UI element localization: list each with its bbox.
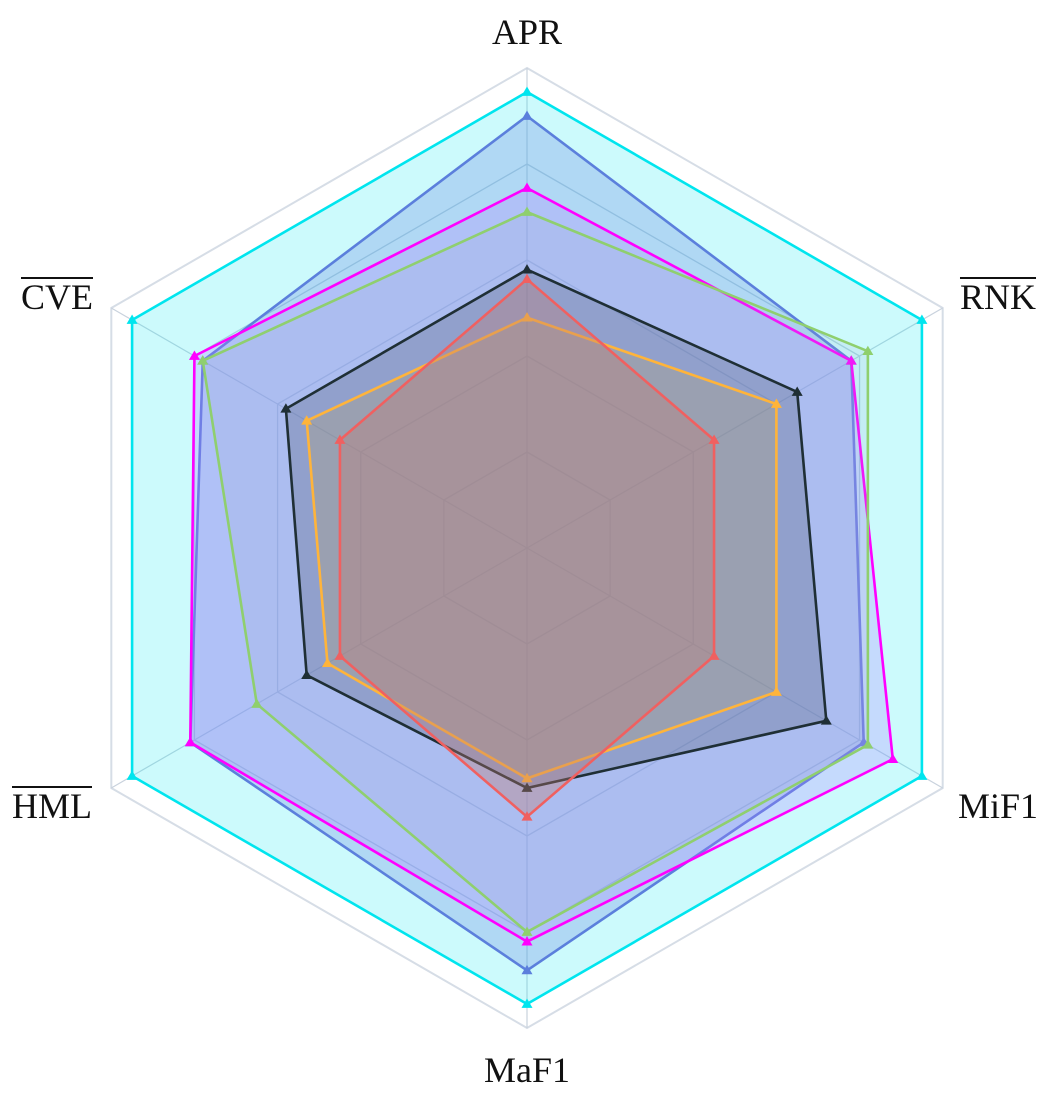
data-point	[197, 355, 209, 365]
data-point	[334, 650, 346, 660]
data-point	[770, 686, 782, 696]
axis-label-apr: APR	[492, 12, 562, 52]
data-point	[791, 386, 803, 396]
data-point	[708, 434, 720, 444]
data-point	[887, 753, 899, 764]
data-point	[521, 926, 533, 936]
data-point	[521, 312, 533, 322]
series-7	[334, 273, 720, 821]
axis-label-cve: CVE	[21, 277, 93, 317]
axis-label-mif1: MiF1	[958, 786, 1038, 826]
axis-spoke	[111, 547, 528, 789]
data-point	[321, 657, 333, 668]
axis-label-rnk: RNK	[960, 277, 1036, 317]
series-6	[301, 312, 782, 783]
data-point	[820, 715, 832, 725]
data-point	[521, 936, 533, 946]
data-point	[184, 736, 196, 747]
data-point	[845, 355, 857, 365]
data-point	[521, 998, 533, 1008]
series-1	[126, 86, 928, 1008]
data-point	[521, 811, 533, 821]
data-point	[521, 273, 533, 284]
data-point	[916, 770, 928, 780]
axis-spoke	[526, 547, 943, 789]
data-point	[301, 669, 313, 680]
axis-label-maf1: MaF1	[484, 1050, 570, 1090]
axis-spoke	[111, 307, 528, 549]
axis-label-hml: HML	[12, 786, 92, 826]
data-point	[521, 782, 533, 792]
data-point	[251, 698, 263, 708]
data-point	[521, 964, 533, 975]
data-point	[770, 398, 782, 408]
data-point	[521, 772, 533, 783]
series-5	[280, 264, 832, 792]
data-point	[862, 739, 874, 749]
data-point	[521, 206, 533, 216]
data-point	[188, 350, 200, 360]
radar-series	[126, 86, 928, 1008]
data-point	[126, 770, 138, 780]
data-point	[521, 86, 533, 96]
series-3	[184, 182, 899, 946]
data-point	[126, 314, 138, 324]
data-point	[862, 345, 874, 356]
data-point	[521, 264, 533, 274]
axis-spoke	[526, 307, 943, 549]
data-point	[521, 110, 533, 120]
data-point	[708, 650, 720, 660]
data-point	[280, 403, 292, 413]
data-point	[916, 314, 928, 324]
data-point	[334, 434, 346, 444]
data-point	[521, 182, 533, 192]
data-point	[301, 415, 313, 425]
